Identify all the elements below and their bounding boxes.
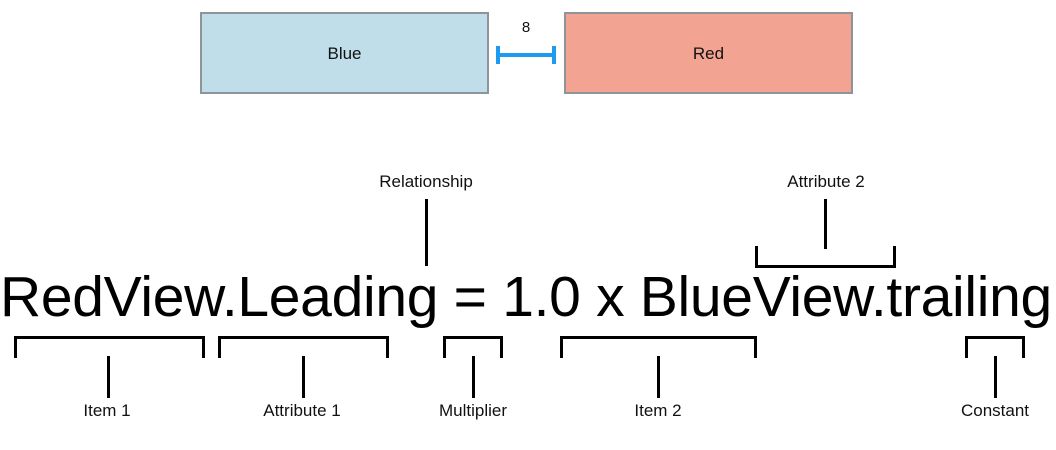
spacing-cap-right-icon <box>552 46 556 64</box>
callout-label-constant: Constant <box>960 401 1030 420</box>
spacing-line <box>496 53 556 57</box>
callout-bracket-attribute-2 <box>755 246 896 268</box>
spacing-cap-left-icon <box>496 46 500 64</box>
callout-bracket-item-2 <box>560 336 757 358</box>
callout-label-attribute-2: Attribute 2 <box>787 172 865 191</box>
callout-bracket-item-1 <box>14 336 205 358</box>
callout-label-multiplier: Multiplier <box>438 401 508 420</box>
callout-label-item-2: Item 2 <box>634 401 682 420</box>
callout-label-relationship: Relationship <box>379 172 473 191</box>
callout-bracket-constant <box>965 336 1025 358</box>
callout-leader-attribute-2 <box>824 199 827 249</box>
callout-bracket-multiplier <box>443 336 503 358</box>
callout-leader-attribute-1 <box>302 356 305 398</box>
callout-leader-relationship <box>425 199 428 266</box>
red-view-box: Red <box>564 12 853 94</box>
callout-label-attribute-1: Attribute 1 <box>263 401 341 420</box>
spacing-value-label: 8 <box>521 19 531 36</box>
callout-leader-item-2 <box>657 356 660 398</box>
blue-view-label: Blue <box>327 43 362 63</box>
constraint-equation: RedView.Leading = 1.0 x BlueView.trailin… <box>0 265 1056 329</box>
callout-leader-item-1 <box>107 356 110 398</box>
callout-leader-constant <box>994 356 997 398</box>
callout-leader-multiplier <box>472 356 475 398</box>
spacing-dimension-indicator: 8 <box>494 19 558 64</box>
callout-bracket-attribute-1 <box>218 336 389 358</box>
blue-view-box: Blue <box>200 12 489 94</box>
callout-label-item-1: Item 1 <box>83 401 131 420</box>
red-view-label: Red <box>692 43 725 63</box>
